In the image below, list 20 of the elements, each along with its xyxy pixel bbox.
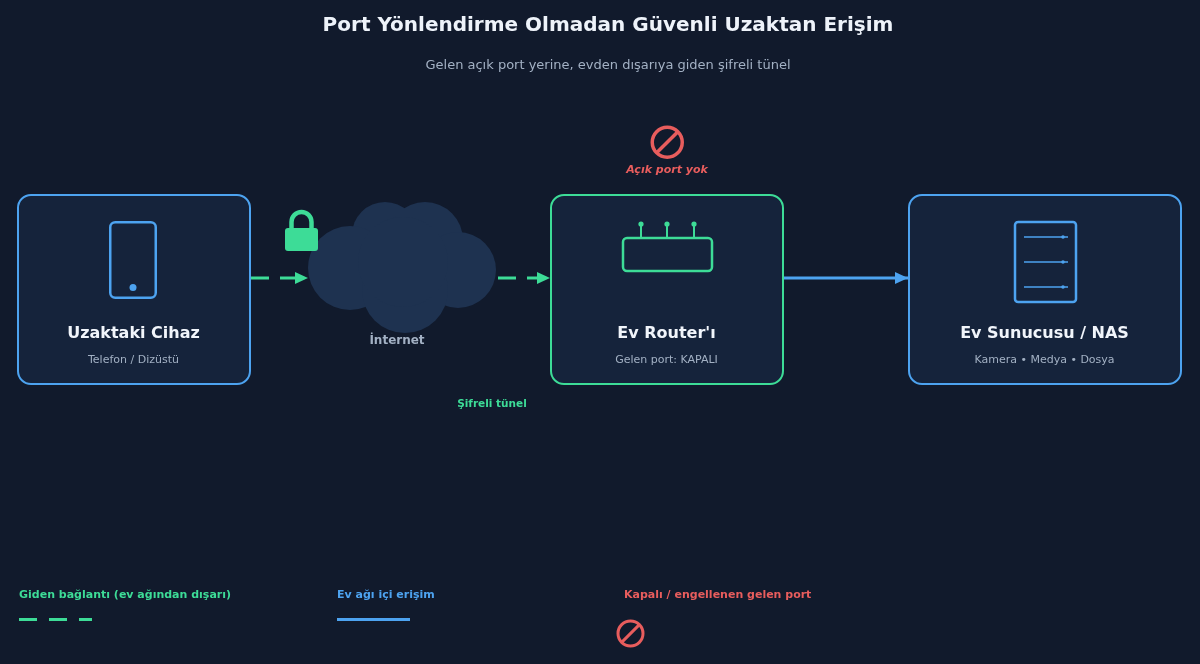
node-subtitle: Telefon / Dizüstü [88,353,179,367]
arrow [784,272,908,284]
node-subtitle: Gelen port: KAPALI [615,353,718,367]
node-title: Uzaktaki Cihaz [67,323,200,343]
node-subtitle: Kamera • Medya • Dosya [974,353,1115,367]
node-title: Ev Router'ı [617,323,716,343]
arrow [498,272,550,284]
legend-label: Giden bağlantı (ev ağından dışarı) [19,588,232,602]
legend-label: Ev ağı içi erişim [337,588,435,602]
legend-label: Kapalı / engellenen gelen port [624,588,812,602]
node-title: Ev Sunucusu / NAS [960,323,1129,343]
node-box [908,194,1182,385]
node-label: İnternet [369,333,425,348]
node-box [550,194,784,385]
diagram-title: Port Yönlendirme Olmadan Güvenli Uzaktan Erişim [322,12,894,36]
annotation-label: Şifreli tünel [457,397,527,410]
arrow [251,272,308,284]
node-box [17,194,251,385]
node-note: Açık port yok [626,163,708,177]
diagram-subtitle: Gelen açık port yerine, evden dışarıya giden şifreli tünel [425,57,791,73]
